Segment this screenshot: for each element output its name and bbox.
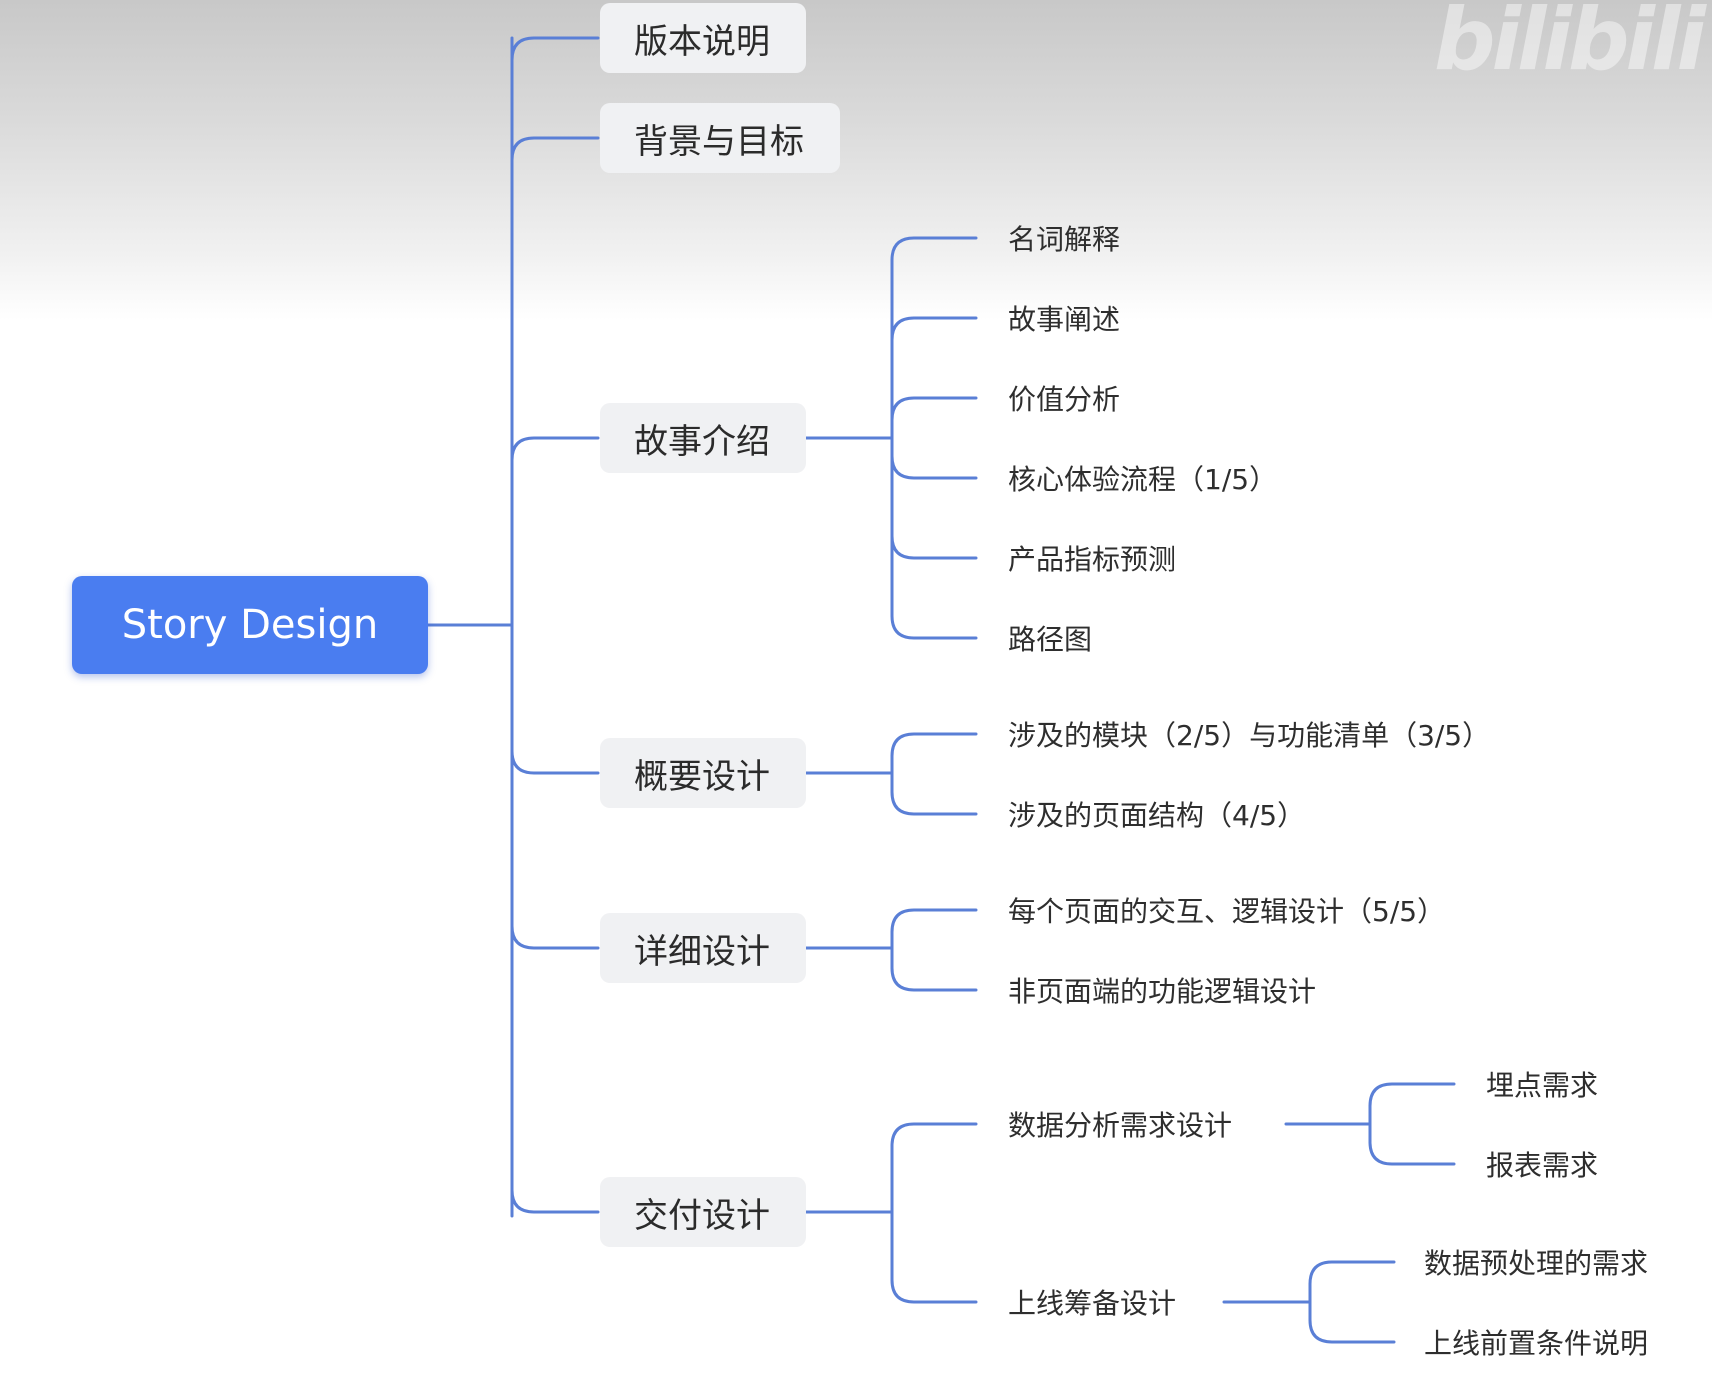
leaf-launch-conditions[interactable]: 上线前置条件说明	[1424, 1327, 1649, 1360]
leaf-story-statement[interactable]: 故事阐述	[1008, 303, 1121, 336]
leaf-tracking-req[interactable]: 埋点需求	[1486, 1069, 1599, 1102]
branch-delivery-design[interactable]: 交付设计	[600, 1177, 806, 1247]
branch-version-notes[interactable]: 版本说明	[600, 3, 806, 73]
branch-overview-design[interactable]: 概要设计	[600, 738, 806, 808]
leaf-core-flow[interactable]: 核心体验流程（1/5）	[1008, 463, 1278, 496]
leaf-report-req[interactable]: 报表需求	[1486, 1149, 1599, 1182]
leaf-data-analysis[interactable]: 数据分析需求设计	[1008, 1109, 1233, 1142]
leaf-page-interaction[interactable]: 每个页面的交互、逻辑设计（5/5）	[1008, 895, 1446, 928]
connector-l1-3	[510, 749, 600, 775]
leaf-non-page-logic[interactable]: 非页面端的功能逻辑设计	[1008, 975, 1317, 1008]
leaf-data-preprocess[interactable]: 数据预处理的需求	[1424, 1247, 1649, 1280]
connector-l1-1	[510, 136, 600, 162]
branch-detail-design[interactable]: 详细设计	[600, 913, 806, 983]
connector-l1-0	[510, 36, 600, 62]
leaf-modules-features[interactable]: 涉及的模块（2/5）与功能清单（3/5）	[1008, 719, 1491, 752]
leaf-glossary[interactable]: 名词解释	[1008, 223, 1121, 256]
bilibili-watermark: bilibili	[1434, 0, 1706, 90]
leaf-product-metrics[interactable]: 产品指标预测	[1008, 543, 1177, 576]
connector-l1-4	[510, 924, 600, 950]
branch-background-goals[interactable]: 背景与目标	[600, 103, 840, 173]
root-node-story-design[interactable]: Story Design	[72, 576, 428, 674]
leaf-value-analysis[interactable]: 价值分析	[1008, 383, 1121, 416]
leaf-path-map[interactable]: 路径图	[1008, 623, 1093, 656]
connector-l1-2	[510, 436, 600, 462]
leaf-page-structure[interactable]: 涉及的页面结构（4/5）	[1008, 799, 1306, 832]
leaf-launch-prep[interactable]: 上线筹备设计	[1008, 1287, 1177, 1320]
connector-l1-5	[510, 1188, 600, 1214]
branch-story-intro[interactable]: 故事介绍	[600, 403, 806, 473]
